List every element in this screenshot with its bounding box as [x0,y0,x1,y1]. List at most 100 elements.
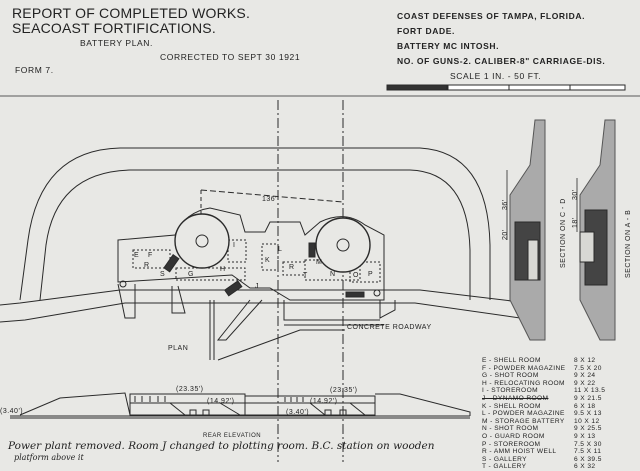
gun-pivot-1 [195,234,209,248]
legend-row: H - RELOCATING ROOM 9 X 22 [482,380,605,388]
room-label: O [353,272,359,279]
parapet-outer [19,147,491,301]
legend-size: 9 X 25.5 [574,425,602,433]
legend-size: 6 X 32 [574,463,596,471]
room-label: G [188,271,194,278]
plan-type: BATTERY PLAN. [80,38,153,48]
report-subtitle: SEACOAST FORTIFICATIONS. [12,20,216,36]
legend-room: S - GALLERY [482,455,527,463]
section-cd-dim: 36' [502,199,509,210]
legend-room: H - RELOCATING ROOM [482,379,565,387]
report-title: REPORT OF COMPLETED WORKS. [12,5,251,21]
elevation-mark: (23.35') [176,386,204,393]
gun-spacing-label: 136' [262,196,278,203]
roadway-label: CONCRETE ROADWAY [347,324,432,331]
legend-room: T - GALLERY [482,463,527,471]
legend-room: R - AMM HOIST WELL [482,448,557,456]
rear-elevation [10,392,471,419]
legend-row: F - POWDER MAGAZINE 7.5 X 20 [482,365,605,373]
legend-row: P - STOREROOM 7.5 X 30 [482,441,605,449]
room-label: K [265,257,271,264]
legend-size: 10 X 12 [574,417,600,425]
legend-room: O - GUARD ROOM [482,432,545,440]
legend-row: R - AMM HOIST WELL 7.5 X 11 [482,448,605,456]
legend-row: G - SHOT ROOM 9 X 24 [482,372,605,380]
room-label: H [220,266,226,273]
scale-bar [386,84,626,91]
scale-label: SCALE 1 IN. - 50 FT. [450,71,542,81]
legend-size: 8 X 12 [574,357,596,364]
legend-room: E - SHELL ROOM [482,357,541,364]
form-number: FORM 7. [15,65,54,75]
legend-room: G - SHOT ROOM [482,372,539,380]
gun-emplacement-2 [315,217,371,273]
legend-row: J - DYNAMO ROOM 9 X 21.5 [482,395,605,403]
elevation-mark: (14.92') [207,398,235,405]
battery-name: BATTERY MC INTOSH. [397,41,500,51]
section-ab-dim: 30' [572,189,579,200]
elevation-mark: (23.35') [330,387,358,394]
legend-room: K - SHELL ROOM [482,402,541,410]
legend-room: M - STORAGE BATTERY [482,417,565,425]
plan-label: PLAN [168,345,189,352]
legend-room: N - SHOT ROOM [482,425,539,433]
section-cd-dim: 20' [502,229,509,240]
legend-size: 9 X 13 [574,432,596,440]
legend-room: L - POWDER MAGAZINE [482,410,565,418]
fort-name: FORT DADE. [397,26,455,36]
legend-size: 6 X 39.5 [574,455,602,463]
handwritten-note: Power plant removed. Room J changed to p… [8,440,435,452]
room-label: J [255,283,259,290]
room-label: R [144,262,150,269]
legend-size: 9 X 24 [574,372,596,380]
room-label: I [233,242,236,249]
elevation-label: REAR ELEVATION [203,433,262,439]
section-ab-dim: 18' [572,217,579,228]
legend-row: S - GALLERY 6 X 39.5 [482,456,605,464]
room-label: L [278,246,283,253]
legend-row: N - SHOT ROOM 9 X 25.5 [482,425,605,433]
coast-defenses: COAST DEFENSES OF TAMPA, FLORIDA. [397,11,586,21]
legend-row: K - SHELL ROOM 6 X 18 [482,403,605,411]
gun-emplacement-1 [174,213,230,269]
legend-size: 9 X 21.5 [574,394,602,402]
room-label: E [134,252,140,259]
legend-size: 6 X 18 [574,402,596,410]
room-label: N [330,271,336,278]
elevation-mark: (3.40') [0,408,24,415]
room-label: T [303,272,308,279]
parapet-inner [39,169,471,301]
room-legend: E - SHELL ROOM 8 X 12 F - POWDER MAGAZINE… [482,357,605,471]
section-c-d [506,119,546,341]
legend-row: M - STORAGE BATTERY 10 X 12 [482,418,605,426]
room-label: S [160,271,166,278]
legend-size: 9.5 X 13 [574,410,602,418]
legend-room: P - STOREROOM [482,440,541,448]
legend-room: F - POWDER MAGAZINE [482,364,566,372]
legend-size: 11 X 13.5 [574,387,606,395]
corrected-date: CORRECTED TO SEPT 30 1921 [160,52,301,62]
elevation-mark: (14.92') [310,398,338,405]
section-ab-label: SECTION ON A - B [625,209,632,278]
section-cd-label: SECTION ON C - D [560,198,567,268]
legend-size: 7.5 X 20 [574,364,602,372]
gun-spacing-dimension [200,189,344,203]
legend-room: I - STOREROOM [482,387,538,395]
legend-room-struck: J - DYNAMO ROOM [482,394,549,402]
legend-row: E - SHELL ROOM 8 X 12 [482,357,605,365]
legend-size: 7.5 X 30 [574,440,602,448]
elevation-mark: (3.40') [286,409,310,416]
room-label: R [289,264,295,271]
legend-row: L - POWDER MAGAZINE 9.5 X 13 [482,410,605,418]
handwritten-note-line2: platform above it [14,453,84,462]
legend-size: 9 X 22 [574,379,596,387]
legend-row: O - GUARD ROOM 9 X 13 [482,433,605,441]
legend-size: 7.5 X 11 [574,448,602,456]
guns-info: NO. OF GUNS-2. CALIBER-8" CARRIAGE-DIS. [397,56,606,66]
room-label: F [148,252,153,259]
section-a-b [576,119,616,341]
legend-row: T - GALLERY 6 X 32 [482,463,605,471]
room-label: M [316,259,323,266]
legend-row: I - STOREROOM 11 X 13.5 [482,387,605,395]
